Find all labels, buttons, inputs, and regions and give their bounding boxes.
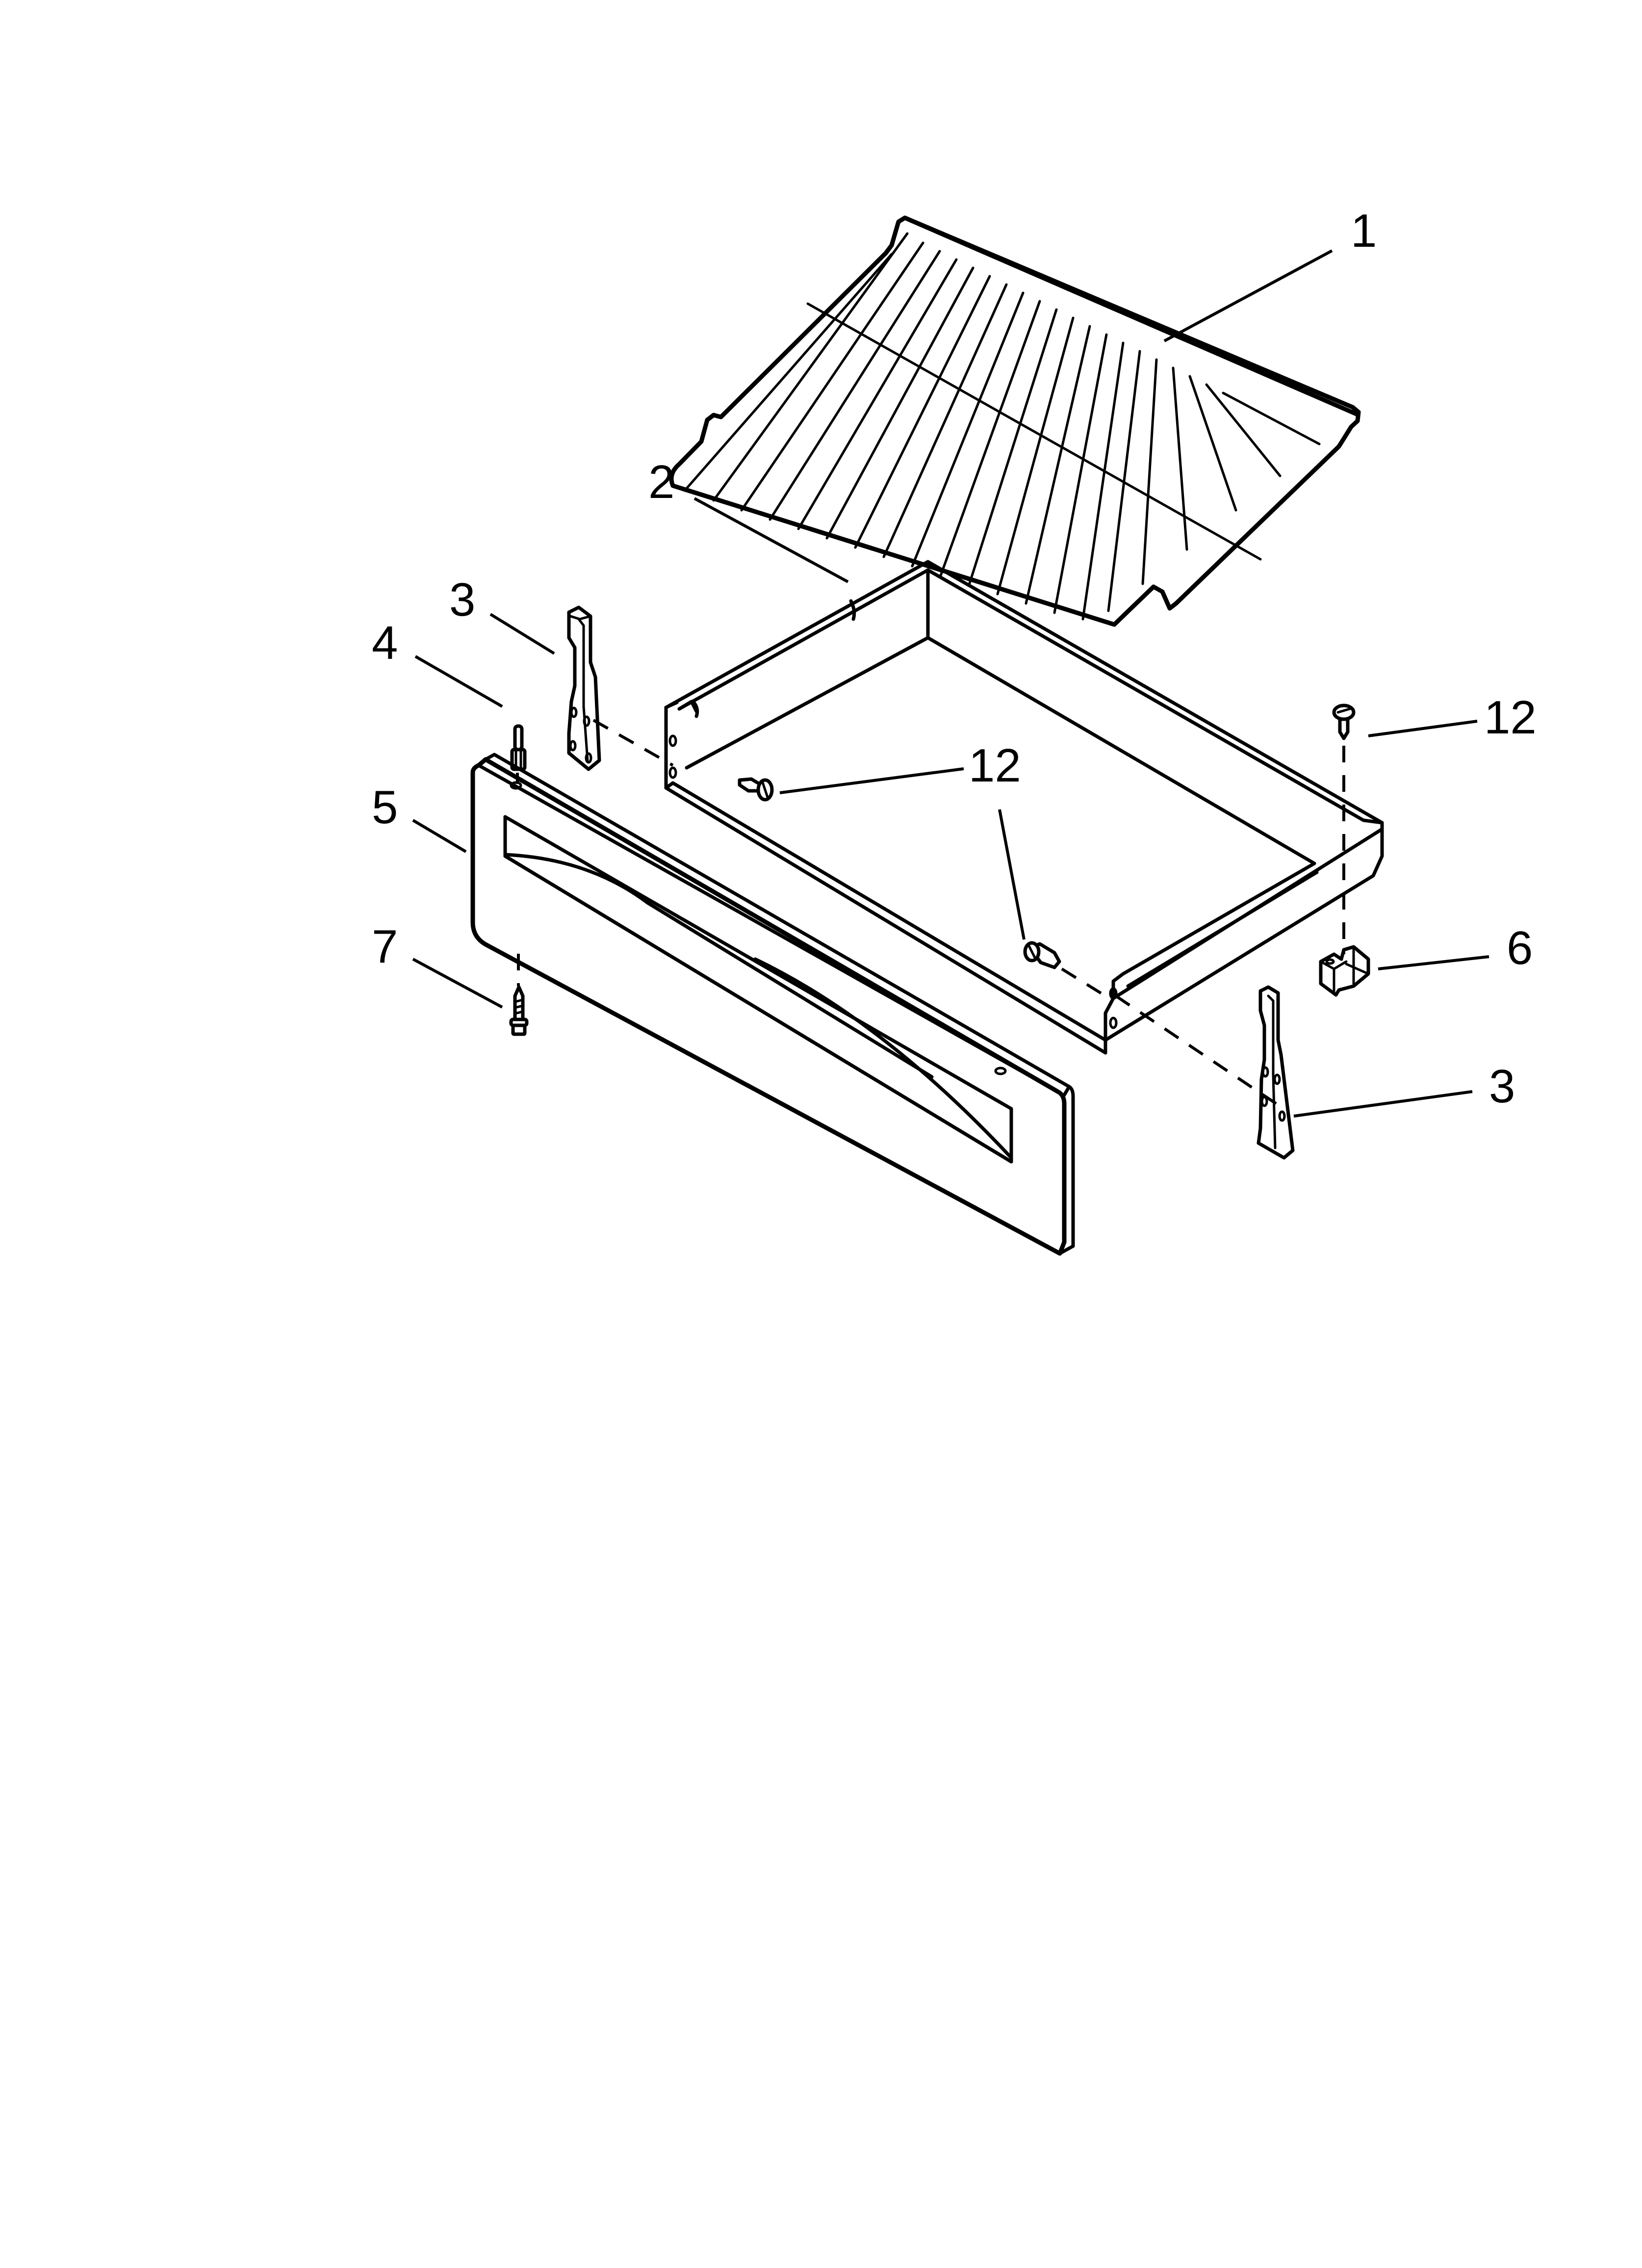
drawer-front-part-5: [470, 753, 1075, 1256]
oven-rack-part-1: [669, 215, 1361, 627]
callout-label-1: 1: [1351, 205, 1377, 257]
callout-label-5: 5: [372, 781, 398, 834]
callout-label-12-right: 12: [1484, 691, 1537, 744]
callout-label-7: 7: [372, 920, 398, 973]
rack-wires: [683, 232, 1321, 621]
drawer-body-part-2: [664, 560, 1384, 1055]
screw-part-7: [509, 985, 529, 1036]
callout-label-3-upper: 3: [449, 574, 475, 626]
callout-label-3-lower: 3: [1489, 1060, 1515, 1113]
screw-part-12-right: [1332, 704, 1356, 740]
slide-bracket-part-3-right: [1257, 985, 1295, 1160]
screw-part-12-middle: [1023, 941, 1061, 969]
assembly-lines: [516, 719, 1345, 1108]
callout-label-12-middle: 12: [969, 739, 1021, 792]
clip-part-6: [1319, 945, 1370, 997]
pin-part-4: [510, 724, 527, 771]
slide-bracket-part-3-left: [567, 605, 601, 771]
callout-label-2: 2: [648, 456, 674, 508]
leader-arrows: [412, 249, 1489, 1118]
screw-part-12-left: [738, 777, 774, 802]
callout-label-4: 4: [372, 617, 398, 669]
callout-labels: 1 2 3 4 5 7 12 12 6 3: [372, 205, 1537, 1113]
callout-label-6: 6: [1507, 922, 1533, 974]
